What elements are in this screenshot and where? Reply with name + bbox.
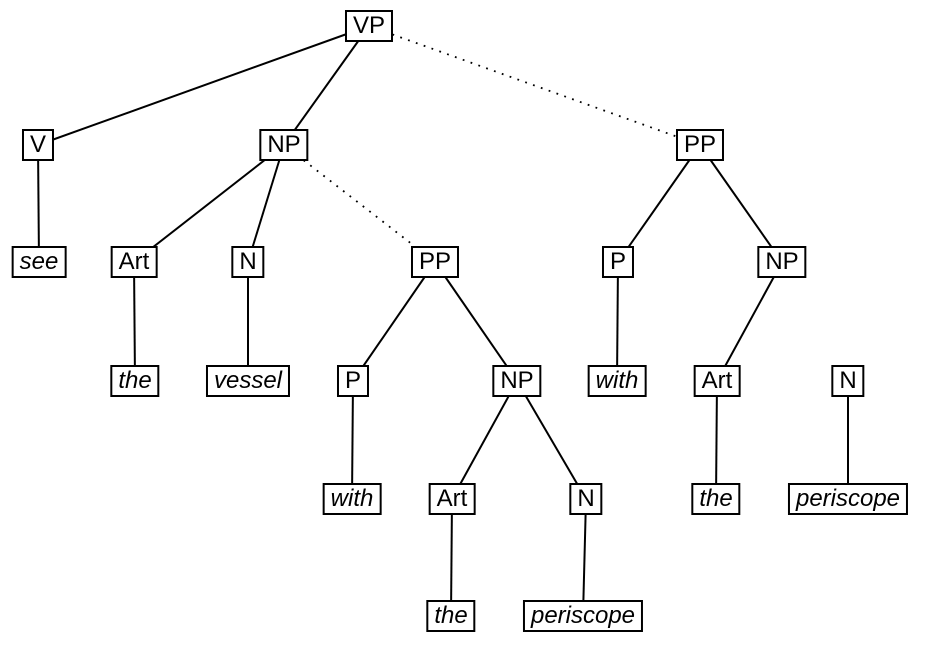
tree-node-p1: P	[336, 365, 370, 397]
edge-np1-pp1-dotted	[283, 144, 436, 263]
tree-node-pp1: PP	[410, 246, 460, 278]
tree-node-n1: N	[231, 246, 265, 278]
tree-node-see: see	[11, 246, 67, 278]
tree-node-v: V	[21, 129, 55, 161]
edge-np2-n2	[516, 380, 587, 500]
edge-v-see	[37, 144, 40, 263]
edge-np2-art2	[451, 380, 518, 500]
tree-node-np1: NP	[259, 129, 309, 161]
tree-node-n2: N	[569, 483, 603, 515]
tree-node-np2: NP	[492, 365, 542, 397]
tree-node-the2: the	[426, 600, 476, 632]
edge-p2-with2	[616, 261, 619, 382]
tree-node-vessel: vessel	[205, 365, 291, 397]
edge-pp1-p1	[352, 261, 436, 382]
tree-node-p2: P	[601, 246, 635, 278]
tree-node-periscope3: periscope	[787, 483, 909, 515]
tree-node-n3: N	[831, 365, 865, 397]
tree-node-art2: Art	[428, 483, 476, 515]
edge-art1-the1	[133, 261, 136, 382]
tree-node-art1: Art	[110, 246, 158, 278]
tree-node-the1: the	[110, 365, 160, 397]
tree-node-with2: with	[587, 365, 647, 397]
edge-vp-np1	[283, 25, 370, 146]
tree-node-pp2: PP	[675, 129, 725, 161]
tree-node-art3: Art	[693, 365, 741, 397]
edge-p1-with1	[351, 380, 354, 500]
tree-node-the3: the	[691, 483, 741, 515]
edge-np3-art3	[716, 261, 783, 382]
edge-pp2-p2	[617, 144, 701, 263]
edge-np1-n1	[247, 144, 285, 263]
edge-vp-pp2-dotted	[368, 25, 701, 146]
tree-node-periscope2: periscope	[522, 600, 644, 632]
edge-art2-the2	[450, 498, 453, 617]
tree-node-with1: with	[322, 483, 382, 515]
edge-art3-the3	[715, 380, 718, 500]
tree-node-vp: VP	[344, 10, 394, 42]
edge-n2-periscope2	[582, 498, 587, 617]
edge-vp-v	[37, 25, 370, 146]
tree-node-np3: NP	[757, 246, 807, 278]
edge-pp1-np2	[434, 261, 518, 382]
edge-np1-art1	[133, 144, 285, 263]
edge-pp2-np3	[699, 144, 783, 263]
